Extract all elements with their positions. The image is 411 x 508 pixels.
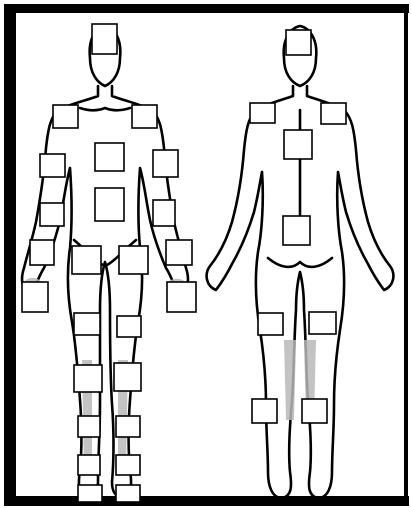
front-region-shin-lower-right-box[interactable] [78,416,100,437]
front-region-foot-right-box[interactable] [78,485,102,502]
frame-bottom [4,496,409,506]
frame-right [404,4,408,506]
back-region-upper-back-box[interactable] [284,130,312,159]
front-region-head-box[interactable] [92,24,117,54]
back-figure [207,26,394,498]
front-region-upper-arm-right-box[interactable] [40,154,65,177]
front-region-shin-lower-left-box[interactable] [116,416,140,437]
front-region-ankle-left-box[interactable] [116,455,140,475]
front-region-elbow-right-box[interactable] [40,203,64,226]
front-region-chest-box[interactable] [95,143,124,171]
front-region-foot-left-box[interactable] [116,485,140,502]
front-region-forearm-left-box[interactable] [166,240,192,265]
back-region-shoulder-left-box[interactable] [250,103,275,123]
back-region-calf-right-box[interactable] [302,399,327,423]
front-region-forearm-right-box[interactable] [30,240,54,265]
front-region-shin-upper-left-box[interactable] [114,363,141,391]
front-region-knee-left-box[interactable] [117,316,141,337]
front-collarbone [80,108,130,110]
front-region-knee-right-box[interactable] [74,313,100,335]
back-region-head-box[interactable] [286,30,311,55]
front-region-thigh-right-box[interactable] [72,246,101,274]
front-region-shoulder-left-box[interactable] [132,105,157,128]
front-region-shoulder-right-box[interactable] [53,105,78,128]
front-region-elbow-left-box[interactable] [153,200,175,226]
frame-left [4,4,16,506]
back-region-shoulder-right-box[interactable] [321,103,346,124]
front-region-abdomen-box[interactable] [95,188,124,221]
front-region-upper-arm-left-box[interactable] [153,150,178,177]
front-region-thigh-left-box[interactable] [119,246,148,274]
back-region-hamstring-left-box[interactable] [258,313,283,335]
front-region-shin-upper-right-box[interactable] [74,365,102,392]
back-region-calf-left-box[interactable] [252,399,277,423]
front-region-ankle-right-box[interactable] [78,455,100,475]
front-region-hand-left-box[interactable] [167,282,196,312]
frame-top [4,4,409,13]
front-region-hand-right-box[interactable] [22,282,48,312]
back-buttocks-line [268,258,332,267]
back-region-hamstring-right-box[interactable] [309,312,336,334]
back-region-lower-back-box[interactable] [283,216,310,245]
